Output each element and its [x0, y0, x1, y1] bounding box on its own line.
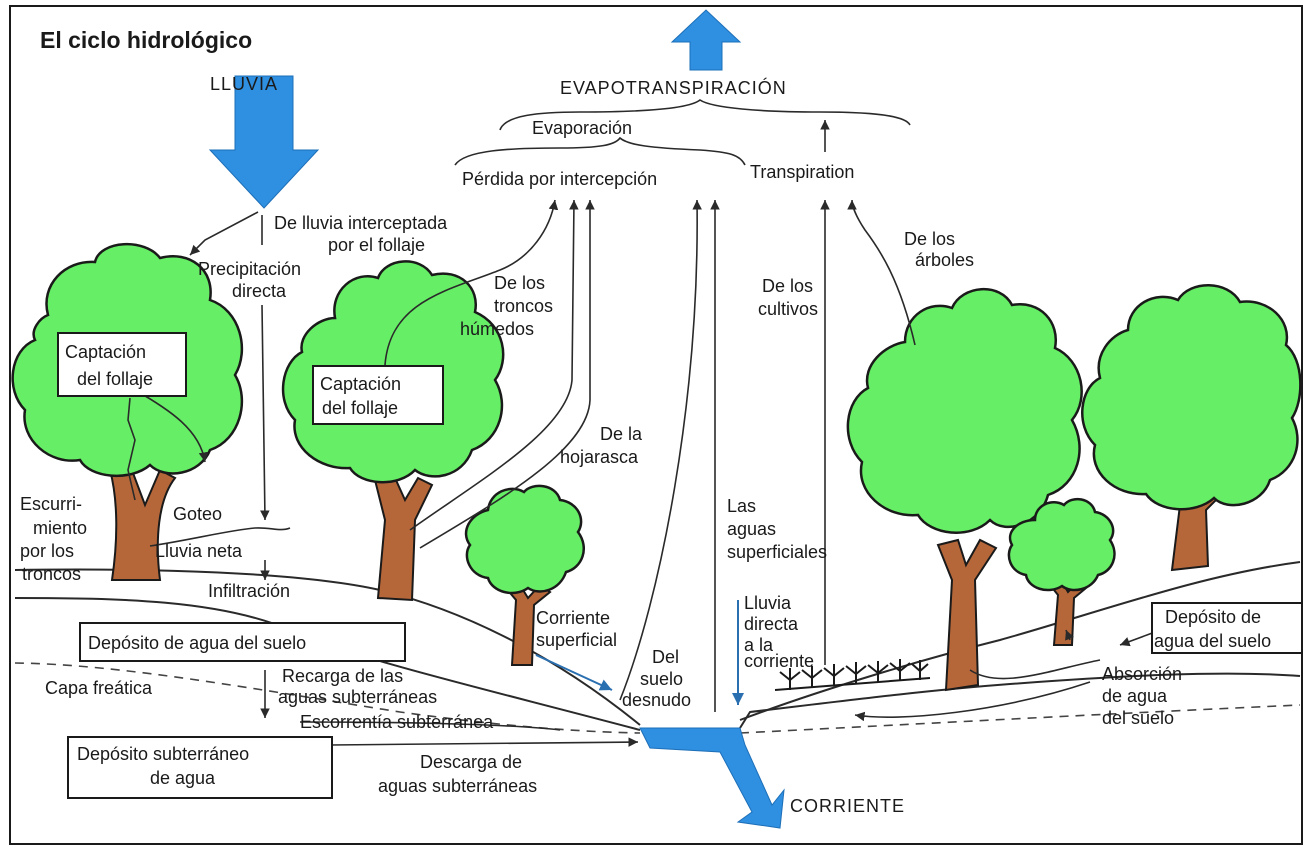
direct-precipitation-label-2: directa — [232, 281, 287, 301]
soil-water-box — [79, 622, 406, 662]
frame — [9, 5, 1303, 845]
foliage-capture-box-2 — [312, 365, 444, 425]
direct-rain-label-3: a la — [744, 635, 774, 655]
litter-arrow — [619, 199, 702, 701]
discharge-label-1: Descarga de — [420, 752, 522, 772]
direct-rain-label-4: corriente — [744, 651, 814, 671]
surface-waters-label-3: superficiales — [727, 542, 827, 562]
evapotranspiration-label: EVAPOTRANSPIRACIÓN — [560, 77, 787, 98]
net-rain-label: Lluvia neta — [155, 541, 243, 561]
soil-water-right-label-2: agua del suelo — [1154, 631, 1271, 651]
drip-label: Goteo — [173, 504, 222, 524]
surface-runoff-arrow — [535, 654, 613, 691]
wet-trunks-label-2: troncos — [494, 296, 553, 316]
stream-icon — [639, 727, 785, 829]
wet-trunks-label-3: húmedos — [460, 319, 534, 339]
groundwater-label-2: de agua — [150, 768, 216, 788]
direct-rain-label-2: directa — [744, 614, 799, 634]
evaporation-brace — [454, 136, 746, 166]
groundwater-label-1: Depósito subterráneo — [77, 744, 249, 764]
groundwater-box — [67, 736, 333, 799]
foliage-capture-1-line-2: del follaje — [77, 369, 153, 389]
interception-loss-label: Pérdida por intercepción — [462, 169, 657, 189]
evaporation-label: Evaporación — [532, 118, 632, 138]
soil-water-box-right — [1151, 602, 1303, 654]
absorption-label-2: de agua — [1102, 686, 1168, 706]
rain-label: LLUVIA — [210, 74, 278, 94]
surface-waters-label-2: aguas — [727, 519, 776, 539]
direct-precipitation-arrow — [260, 304, 270, 521]
water-table-right — [739, 704, 1301, 734]
groundwater-discharge-arrow — [329, 737, 639, 747]
absorption-label-1: Absorción — [1102, 664, 1182, 684]
absorption-label-3: del suelo — [1102, 708, 1174, 728]
infiltration-label: Infiltración — [208, 581, 290, 601]
recharge-label-2: aguas subterráneas — [278, 687, 437, 707]
tree-6 — [1081, 284, 1302, 572]
crops-label-2: cultivos — [758, 299, 818, 319]
transpiration-label: Transpiration — [750, 162, 854, 182]
evapotranspiration-brace — [499, 99, 911, 131]
tree-5 — [1007, 497, 1116, 646]
stream-label: CORRIENTE — [790, 796, 905, 816]
stemflow-label-1: Escurri- — [20, 494, 82, 514]
recharge-label-1: Recarga de las — [282, 666, 403, 686]
tree-4 — [846, 288, 1083, 692]
stemflow-label-2: miento — [33, 518, 87, 538]
crops-icon — [774, 659, 931, 691]
root-absorption-line — [969, 659, 1101, 680]
soil-absorption-arrow — [854, 681, 1091, 722]
water-table-label: Capa freática — [45, 678, 153, 698]
rain-arrow-icon — [208, 75, 320, 209]
intercepted-rain-label-1: De lluvia interceptada — [274, 213, 448, 233]
litter-label-2: hojarasca — [560, 447, 639, 467]
subsurface-runoff-label: Escorrentía subterránea — [300, 712, 494, 732]
subsurface-runoff-line — [299, 721, 561, 731]
direct-rain-label-1: Lluvia — [744, 593, 792, 613]
trees-arrow — [847, 199, 916, 346]
foliage-capture-box-1 — [57, 332, 187, 397]
evapotranspiration-arrow-icon — [670, 9, 742, 71]
stemflow-line — [127, 397, 136, 501]
soil-water-right-label-1: Depósito de — [1165, 607, 1261, 627]
litter-label-1: De la — [600, 424, 643, 444]
root-uptake-arrow — [1065, 629, 1075, 641]
foliage-capture-1-line-1: Captación — [65, 342, 146, 362]
soil-water-label: Depósito de agua del suelo — [88, 633, 306, 653]
bare-soil-label-2: suelo — [640, 669, 683, 689]
stemflow-label-3: por los — [20, 541, 74, 561]
surface-runoff-label-1: Corriente — [536, 608, 610, 628]
surface-waters-label-1: Las — [727, 496, 756, 516]
direct-precipitation-label-1: Precipitación — [198, 259, 301, 279]
wet-trunks-label-1: De los — [494, 273, 545, 293]
interception-loss-arrow — [384, 199, 559, 366]
foliage-capture-2-line-2: del follaje — [322, 398, 398, 418]
wet-trunks-arrow-2 — [419, 200, 595, 549]
intercepted-rain-label-2: por el follaje — [328, 235, 425, 255]
bare-soil-label-3: desnudo — [622, 690, 691, 710]
surface-runoff-label-2: superficial — [536, 630, 617, 650]
discharge-label-2: aguas subterráneas — [378, 776, 537, 796]
crops-label-1: De los — [762, 276, 813, 296]
trees-label-2: árboles — [915, 250, 974, 270]
ground-surface-right — [739, 561, 1301, 721]
net-rain-line — [149, 527, 291, 547]
soil-layer-right — [739, 672, 1301, 729]
bare-soil-label-1: Del — [652, 647, 679, 667]
page-title: El ciclo hidrológico — [40, 27, 252, 53]
trees-label-1: De los — [904, 229, 955, 249]
soil-deposit-arrow — [1119, 631, 1156, 647]
intercepted-rain-arrow — [189, 211, 259, 256]
foliage-capture-2-line-1: Captación — [320, 374, 401, 394]
wet-trunks-arrow-1 — [409, 199, 579, 531]
tree-3 — [464, 484, 585, 666]
stemflow-label-4: troncos — [22, 564, 81, 584]
water-table-left — [14, 662, 641, 734]
